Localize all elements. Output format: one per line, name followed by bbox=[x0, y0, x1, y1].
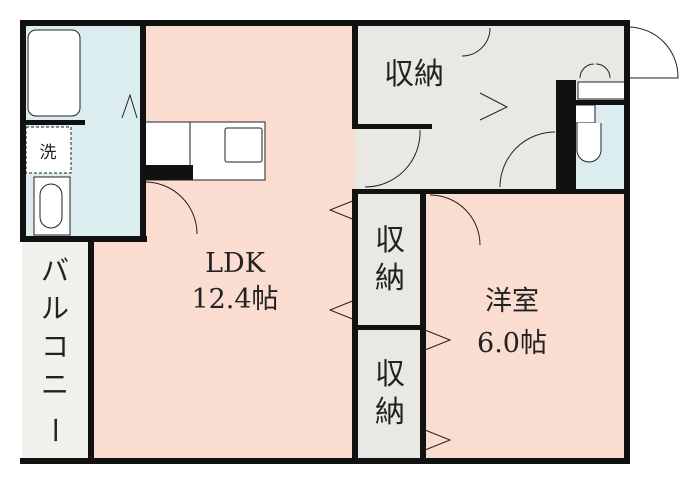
western-room bbox=[425, 192, 628, 460]
storage-top-label: 収納 bbox=[384, 57, 444, 92]
entrance-door bbox=[627, 26, 679, 79]
toilet-tank bbox=[574, 104, 596, 124]
ldk-name: LDK bbox=[205, 248, 266, 279]
storage-low-label-1: 収 bbox=[375, 357, 405, 392]
door-swing bbox=[144, 181, 198, 235]
storage-mid-label-1: 収 bbox=[375, 223, 405, 258]
walls bbox=[20, 20, 630, 464]
balcony bbox=[22, 240, 92, 460]
western-room-name: 洋室 bbox=[485, 286, 539, 317]
storage-low-label-2: 納 bbox=[375, 395, 405, 430]
balcony-char: ル bbox=[41, 292, 69, 325]
toilet-icon bbox=[576, 123, 602, 163]
bathtub bbox=[27, 29, 81, 117]
storage-mid-label-2: 納 bbox=[375, 261, 405, 296]
balcony-char: バ bbox=[41, 254, 69, 287]
ldk-size: 12.4帖 bbox=[191, 284, 278, 315]
balcony-char: ニ bbox=[41, 368, 69, 401]
balcony-char: コ bbox=[41, 330, 69, 363]
washer-label: 洗 bbox=[40, 143, 57, 163]
washer-space bbox=[25, 126, 72, 174]
western-room-size: 6.0帖 bbox=[477, 328, 547, 359]
sink bbox=[224, 127, 263, 163]
balcony-char: ー bbox=[38, 416, 71, 444]
